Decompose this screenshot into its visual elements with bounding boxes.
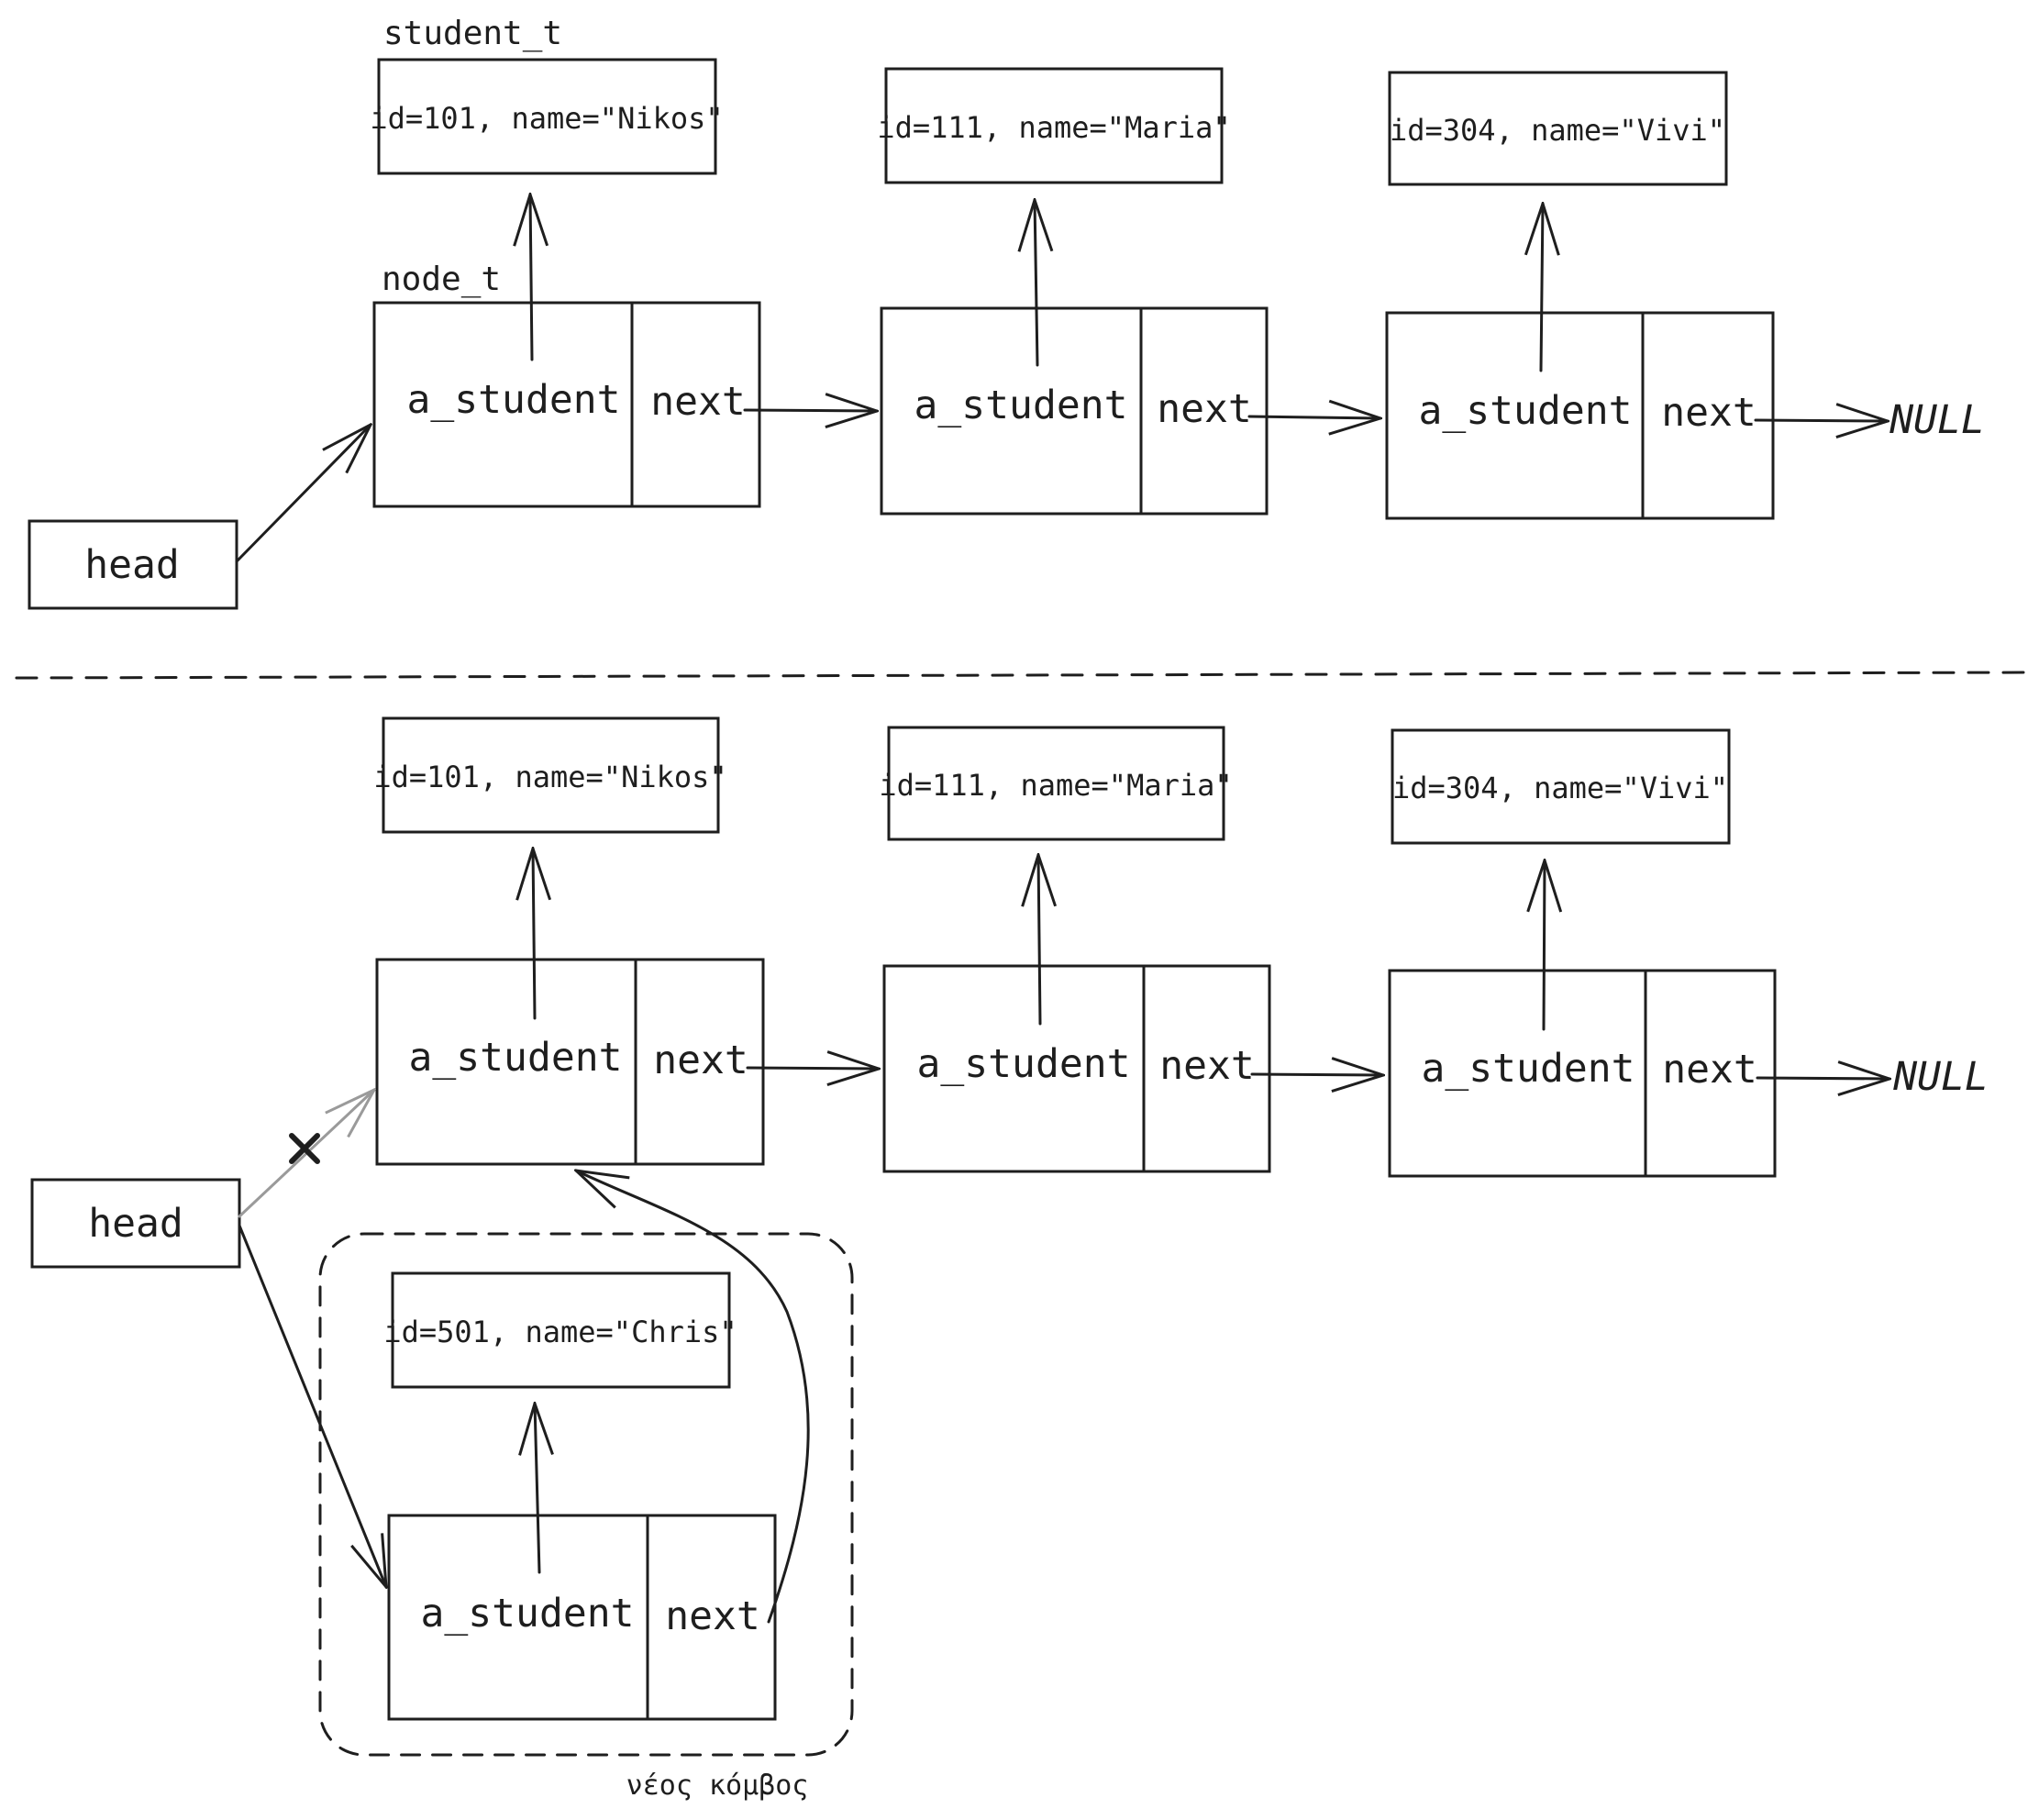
new-student-box — [391, 1271, 731, 1389]
node-box-3 — [1385, 311, 1775, 520]
node-box-1 — [372, 301, 761, 508]
node-box-2 — [880, 306, 1269, 516]
arrow-node3-bottom-to-null — [1756, 1078, 1889, 1079]
node-type-label: node_t — [382, 261, 501, 298]
head-label-bottom: head — [88, 1201, 183, 1247]
node-2-next-label: next — [1157, 386, 1252, 432]
student-box-3-bottom-text: id=304, name="Vivi" — [1392, 771, 1728, 805]
arrow-node2-to-student2 — [1035, 200, 1037, 367]
separator-dashed-line — [15, 671, 2031, 680]
node-3-bottom-a-student-label: a_student — [1422, 1046, 1635, 1092]
node-3-bottom-next-label: next — [1662, 1047, 1757, 1093]
node-1-bottom-a-student-label: a_student — [409, 1035, 623, 1081]
student-box-1 — [377, 58, 717, 175]
student-box-3-text: id=304, name="Vivi" — [1390, 113, 1725, 148]
student-box-2-bottom — [887, 726, 1225, 841]
student-box-1-bottom — [382, 716, 720, 834]
node-2-a-student-label: a_student — [914, 383, 1128, 428]
null-label-top: NULL — [1889, 397, 1985, 443]
student-box-1-bottom-text: id=101, name="Nikos" — [373, 760, 726, 794]
arrow-head-to-new-node — [238, 1224, 386, 1587]
arrow-node3-to-student3 — [1541, 204, 1543, 372]
arrow-new-node-next-to-node1 — [576, 1171, 810, 1624]
new-student-box-text: id=501, name="Chris" — [383, 1315, 737, 1349]
node-2-bottom-a-student-label: a_student — [917, 1041, 1131, 1087]
node-box-2-bottom — [882, 964, 1271, 1173]
arrow-node1-to-node2 — [743, 410, 877, 411]
arrow-node2-to-node3 — [1247, 416, 1380, 418]
new-node-caption: νέος κόμβος — [626, 1770, 809, 1802]
node-1-bottom-next-label: next — [653, 1038, 748, 1083]
new-node-box — [387, 1514, 777, 1721]
head-label-top: head — [84, 542, 180, 588]
node-3-a-student-label: a_student — [1419, 388, 1633, 434]
student-box-2 — [884, 67, 1224, 184]
student-box-3 — [1388, 71, 1728, 186]
head-box-bottom — [30, 1178, 241, 1269]
arrow-node1-to-student1 — [530, 194, 532, 361]
new-node-dashed-group — [318, 1232, 854, 1757]
arrow-node2-bottom-to-node3 — [1250, 1074, 1383, 1075]
node-2-bottom-next-label: next — [1159, 1043, 1255, 1089]
arrow-node3-bottom-to-student3 — [1544, 860, 1545, 1031]
student-type-label: student_t — [383, 15, 562, 52]
null-label-bottom: NULL — [1892, 1054, 1989, 1100]
head-box-top — [28, 519, 238, 610]
node-3-next-label: next — [1661, 390, 1756, 436]
new-node-a-student-label: a_student — [421, 1591, 635, 1637]
student-box-2-bottom-text: id=111, name="Maria" — [879, 768, 1232, 803]
student-box-1-text: id=101, name="Nikos" — [370, 101, 723, 136]
arrow-node1-bottom-to-node2 — [746, 1068, 879, 1069]
arrow-node1-bottom-to-student1 — [533, 849, 535, 1020]
new-node-next-label: next — [665, 1593, 760, 1639]
node-1-a-student-label: a_student — [407, 377, 621, 423]
student-box-2-text: id=111, name="Maria" — [877, 110, 1230, 145]
node-box-1-bottom — [375, 958, 765, 1166]
arrow-node2-bottom-to-student2 — [1038, 855, 1040, 1026]
arrow-head-to-node1 — [235, 425, 371, 563]
top-list: student_t node_t id=101, name="Nikos" id… — [28, 15, 1985, 610]
bottom-list: id=101, name="Nikos" id=111, name="Maria… — [30, 716, 1989, 1802]
student-box-3-bottom — [1391, 728, 1731, 845]
removed-link-cross-icon — [289, 1133, 320, 1164]
node-1-next-label: next — [650, 379, 746, 425]
node-box-3-bottom — [1388, 969, 1777, 1178]
arrow-new-node-to-new-student — [535, 1404, 539, 1574]
arrow-node3-to-null — [1754, 420, 1888, 421]
